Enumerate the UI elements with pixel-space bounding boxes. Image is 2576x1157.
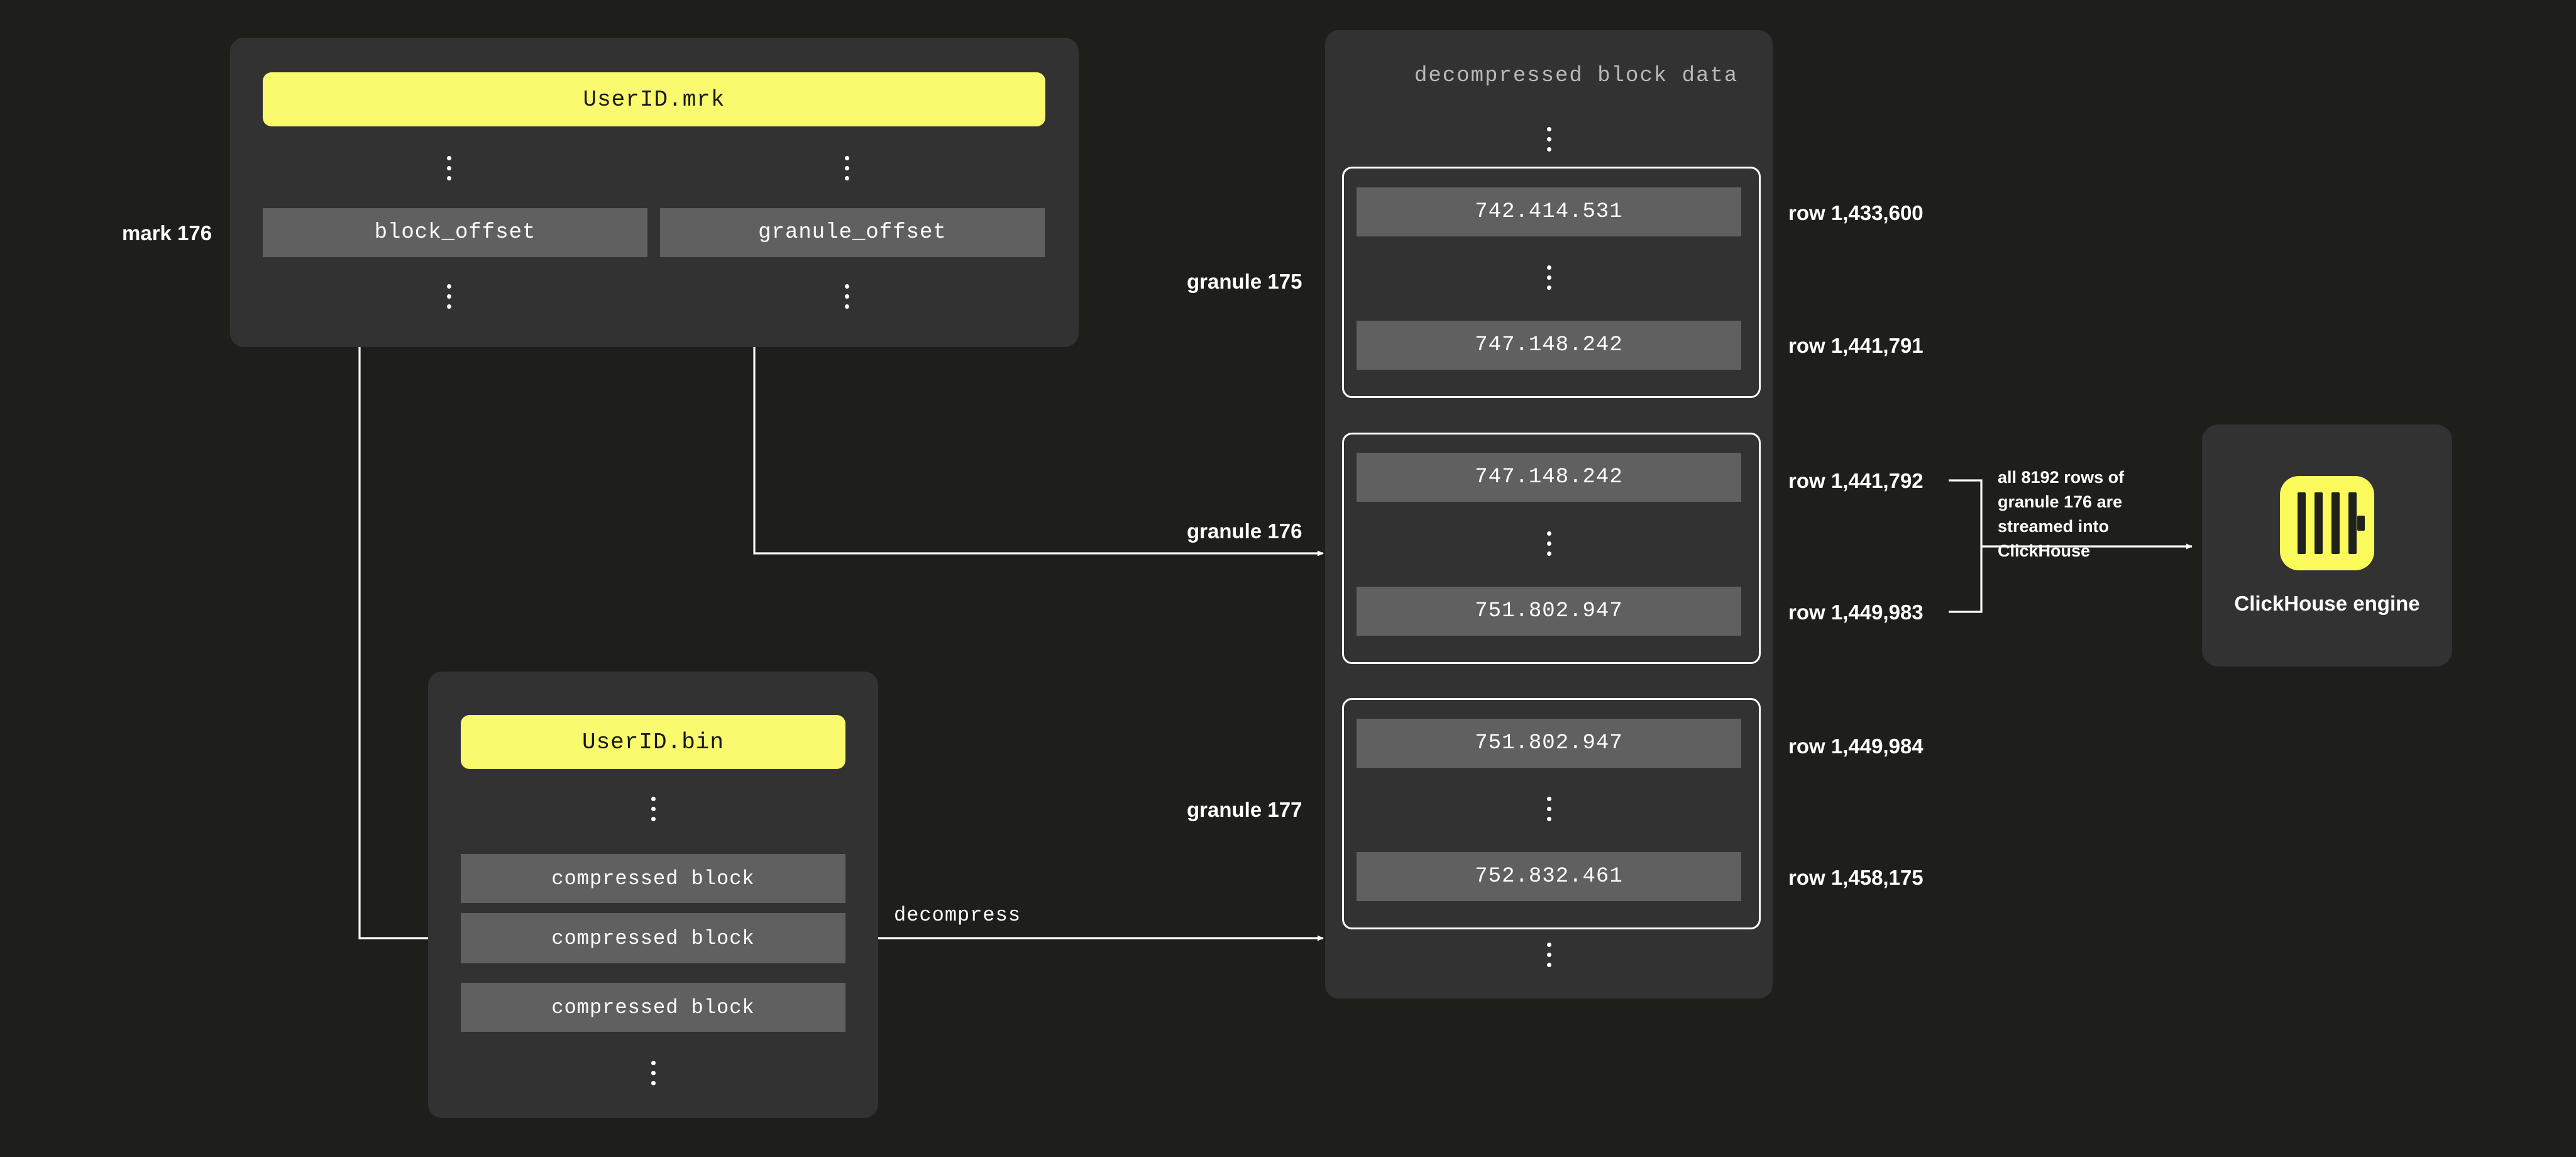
clickhouse-engine-caption: ClickHouse engine bbox=[2234, 591, 2420, 615]
granule-176-name: granule 176 bbox=[1187, 519, 1302, 543]
userid-bin-label: UserID.bin bbox=[581, 729, 725, 755]
granule-176-box[interactable] bbox=[1342, 433, 1761, 664]
marks-bottom-ellipsis-right bbox=[842, 277, 851, 316]
granule-175-box[interactable] bbox=[1342, 167, 1761, 398]
granule-175-first-value: 742.414.531 bbox=[1357, 187, 1741, 236]
granule-176-first-value: 747.148.242 bbox=[1357, 453, 1741, 502]
decompress-edge-label: decompress bbox=[894, 904, 1021, 927]
userid-bin-chip[interactable]: UserID.bin bbox=[461, 715, 845, 769]
cell-granule-offset[interactable]: granule_offset bbox=[660, 208, 1045, 257]
granule-177-last-row: row 1,458,175 bbox=[1788, 866, 1924, 889]
cell-block-offset[interactable]: block_offset bbox=[263, 208, 647, 257]
mark-row-label: mark 176 bbox=[122, 221, 212, 245]
marks-top-ellipsis-right bbox=[842, 148, 851, 187]
granule-176-first-row: row 1,441,792 bbox=[1788, 469, 1924, 492]
granule-177-ellipsis bbox=[1544, 789, 1553, 828]
clickhouse-engine-card[interactable]: ClickHouse engine bbox=[2202, 424, 2452, 667]
bin-top-ellipsis bbox=[649, 789, 658, 828]
granule-176-last-row: row 1,449,983 bbox=[1788, 601, 1924, 624]
granule-175-last-value: 747.148.242 bbox=[1357, 321, 1741, 370]
compressed-block-2[interactable]: compressed block bbox=[461, 913, 845, 963]
stream-note: all 8192 rows of granule 176 are streame… bbox=[1998, 468, 2125, 561]
compressed-block-3[interactable]: compressed block bbox=[461, 983, 845, 1032]
marks-bottom-ellipsis-left bbox=[444, 277, 453, 316]
granule-177-box[interactable] bbox=[1342, 698, 1761, 929]
granule-175-last-row: row 1,441,791 bbox=[1788, 334, 1924, 357]
userid-mrk-label: UserID.mrk bbox=[583, 86, 725, 113]
bin-bottom-ellipsis bbox=[649, 1053, 658, 1092]
clickhouse-logo bbox=[2280, 475, 2374, 570]
granule-177-first-value: 751.802.947 bbox=[1357, 719, 1741, 768]
granule-177-first-row: row 1,449,984 bbox=[1788, 734, 1924, 758]
userid-mrk-chip[interactable]: UserID.mrk bbox=[263, 72, 1045, 126]
decompressed-top-ellipsis bbox=[1544, 119, 1553, 158]
compressed-block-1[interactable]: compressed block bbox=[461, 854, 845, 903]
granule-176-last-value: 751.802.947 bbox=[1357, 587, 1741, 636]
granule-175-first-row: row 1,433,600 bbox=[1788, 201, 1924, 224]
granule-177-name: granule 177 bbox=[1187, 798, 1302, 821]
granule-177-last-value: 752.832.461 bbox=[1357, 852, 1741, 901]
granule-176-ellipsis bbox=[1544, 524, 1553, 563]
granule-175-ellipsis bbox=[1544, 258, 1553, 297]
marks-top-ellipsis-left bbox=[444, 148, 453, 187]
decompressed-panel-title: decompressed block data bbox=[1414, 64, 1739, 88]
granule-175-name: granule 175 bbox=[1187, 270, 1302, 293]
decompressed-bottom-ellipsis bbox=[1544, 935, 1553, 974]
